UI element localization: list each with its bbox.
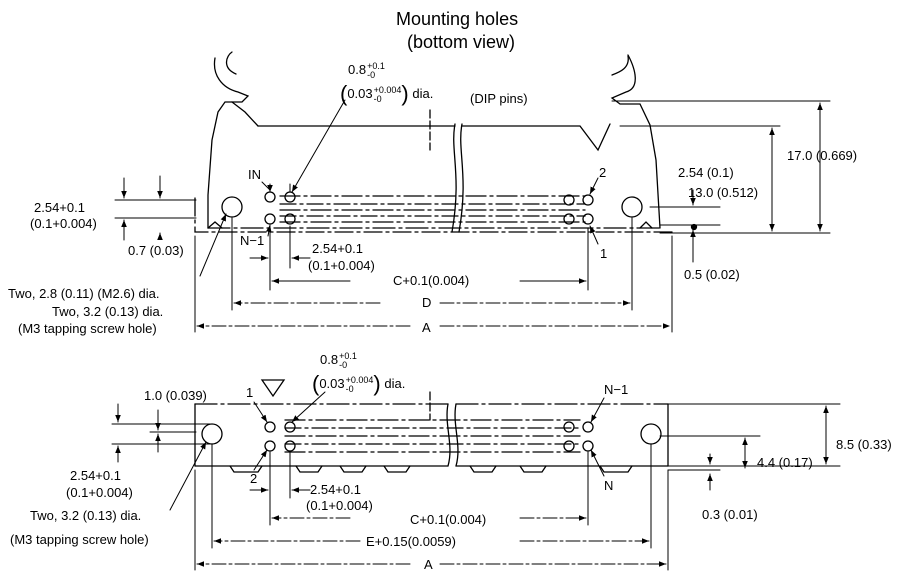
top-dim-d: D [422, 295, 432, 310]
top-dim-0-5: 0.5 (0.02) [684, 267, 740, 282]
bottom-hole-size-mm: 0.8+0.1-0 [320, 351, 357, 370]
triangle-marker-icon [260, 379, 286, 398]
bottom-dim-8-5: 8.5 (0.33) [836, 437, 892, 452]
top-pin-label-in: IN [248, 167, 261, 182]
top-dim-17: 17.0 (0.669) [787, 148, 858, 163]
top-pitch-mm: 2.54+0.1 [312, 241, 363, 256]
bottom-pin-label-1: 1 [246, 385, 254, 400]
top-dim-2-54: 2.54 (0.1) [678, 165, 734, 180]
bottom-view-dimensions [111, 391, 841, 571]
bottom-view-body [194, 379, 669, 473]
top-hole-size-in: (0.03+0.004-0) dia. [340, 81, 434, 106]
bottom-pin-label-2: 2 [250, 471, 258, 486]
bottom-dim-e: E+0.15(0.0059) [366, 534, 456, 549]
bottom-dim-4-4: 4.4 (0.17) [757, 455, 813, 470]
top-pin-label-n1: N−1 [240, 233, 265, 248]
top-view-dimensions [114, 99, 831, 333]
bottom-pitch-in: (0.1+0.004) [306, 498, 373, 513]
bottom-dim-c: C+0.1(0.004) [410, 512, 487, 527]
bottom-pitch-left-mm: 2.54+0.1 [70, 468, 121, 483]
bottom-pin-label-n1: N−1 [604, 382, 629, 397]
bottom-dim-0-3: 0.3 (0.01) [702, 507, 758, 522]
top-pitch-left-in: (0.1+0.004) [30, 216, 97, 231]
top-dim-0-7: 0.7 (0.03) [128, 243, 184, 258]
top-note-m3: (M3 tapping screw hole) [18, 321, 157, 336]
bottom-dim-a: A [424, 557, 433, 572]
bottom-pitch-left-in: (0.1+0.004) [66, 485, 133, 500]
drawing-title-line2: (bottom view) [407, 32, 516, 52]
bottom-hole-size-in: (0.03+0.004-0) dia. [312, 371, 406, 396]
top-pitch-left-mm: 2.54+0.1 [34, 200, 85, 215]
top-view-body [194, 51, 698, 233]
top-note-two-32: Two, 3.2 (0.13) dia. [52, 304, 164, 319]
top-dim-13: 13.0 (0.512) [688, 185, 759, 200]
bottom-pin-label-n: N [604, 478, 614, 493]
top-note-two-28: Two, 2.8 (0.11) (M2.6) dia. [8, 286, 160, 301]
bottom-note-m3: (M3 tapping screw hole) [10, 532, 149, 547]
top-pin-label-2: 2 [599, 165, 607, 180]
bottom-pitch-mm: 2.54+0.1 [310, 482, 361, 497]
top-dim-a: A [422, 320, 431, 335]
top-dim-c: C+0.1(0.004) [393, 273, 470, 288]
top-dip-pins-label: (DIP pins) [470, 91, 528, 106]
drawing-title-line1: Mounting holes [396, 9, 519, 29]
bottom-dim-1-0: 1.0 (0.039) [144, 388, 207, 403]
top-pin-label-1: 1 [600, 246, 608, 261]
top-hole-size-mm: 0.8+0.1-0 [348, 61, 385, 80]
top-pitch-in: (0.1+0.004) [308, 258, 375, 273]
bottom-note-two-32: Two, 3.2 (0.13) dia. [30, 508, 142, 523]
